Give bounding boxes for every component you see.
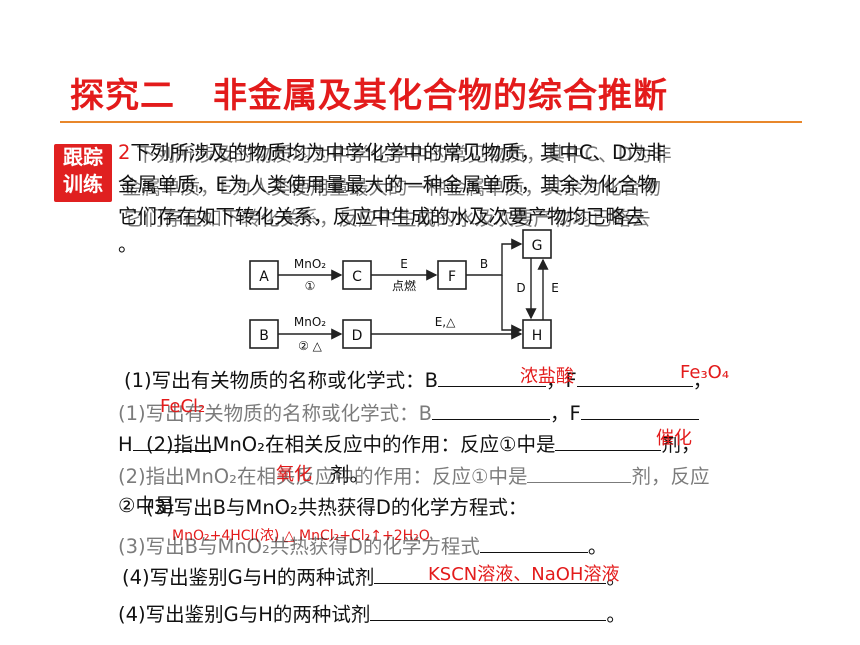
label-c: C [352,269,362,285]
problem-number: 2 [118,141,131,164]
problem-ghost-line1: 下列所涉及的物质均为中学化学中的常见物质，其中C、D为非 [136,143,672,166]
b-label: B [480,257,488,271]
answer-catalyst-2: 氧化 [276,464,312,485]
answer-b: 浓盐酸 [520,366,574,387]
page-title: 探究二非金属及其化合物的综合推断 [70,68,668,117]
answer-catalyst-1: 催化 [656,428,692,449]
problem-line2: 金属单质，E为人类使用量最大的一种金属单质，其余为化合物 [118,173,657,196]
box-c [342,260,372,290]
question-2-end: 剂。 [330,463,370,486]
ignition-label: 点燃 [392,278,416,293]
question-3-overlap: (3)写出B与MnO₂共热获得D的化学方程式。 [118,532,607,560]
question-2: (2)指出MnO₂在相关反应中的作用：反应①中是剂， [146,430,700,458]
problem-ghost-line2: 金属单质，E为人类使用量最大的一种金属单质，其余为化合物 [122,176,661,199]
e-heat-label: E,△ [435,315,456,329]
mno2-bottom: MnO₂ [294,315,326,329]
d-label: D [516,281,525,295]
e-top: E [400,257,408,271]
reaction-1-marker: ① [305,279,316,293]
box-b [249,319,279,349]
answer-equation: MnO₂+4HCl(浓) △ MnCl₂+Cl₂↑+2H₂O [172,528,430,544]
problem-line1: 2下列所涉及的物质均为中学化学中的常见物质，其中C、D为非 [118,141,667,164]
label-a: A [259,269,269,285]
answer-f: Fe₃O₄ [680,362,730,383]
title-part2: 非金属及其化合物的综合推断 [213,76,668,116]
title-divider [60,121,802,123]
label-h: H [532,328,543,344]
question-1-h: H [118,430,215,458]
box-h [522,319,552,349]
problem-line3: 它们存在如下转化关系，反应中生成的水及次要产物均已略去 [118,205,645,228]
question-2-overlap: (2)指出MnO₂在相关反应中的作用：反应①中是剂，反应 [118,462,709,490]
reaction-2-marker: ② △ [298,339,323,353]
question-1: (1)写出有关物质的名称或化学式：B，F， [124,366,712,394]
e-right-label: E [551,281,559,295]
question-4: (4)写出鉴别G与H的两种试剂。 [122,563,626,591]
question-1-overlap: (1)写出有关物质的名称或化学式：B，F [118,399,699,427]
question-3: (3)写出B与MnO₂共热获得D的化学方程式： [146,496,528,519]
mno2-top: MnO₂ [294,257,326,271]
answer-reagents: KSCN溶液、NaOH溶液 [428,564,620,585]
reaction-diagram: A C F G B D H MnO₂ ① E 点燃 B D E MnO₂ ② △… [249,229,559,353]
follow-up-training-tag: 跟踪 训练 [54,144,112,202]
problem-line4: 。 [118,233,138,256]
question-2-line2: ②中是 [118,494,175,517]
label-g: G [532,238,543,254]
box-d [342,319,372,349]
label-b: B [259,328,269,344]
question-4-overlap: (4)写出鉴别G与H的两种试剂。 [118,600,626,628]
box-g [522,229,552,259]
answer-h: FeCl₂ [160,396,206,417]
label-f: F [448,269,456,285]
problem-ghost-line3: 它们存在如下转化关系，反应中生成的水及次要产物均已略去 [124,207,651,230]
label-d: D [352,328,363,344]
title-part1: 探究二 [70,76,175,116]
